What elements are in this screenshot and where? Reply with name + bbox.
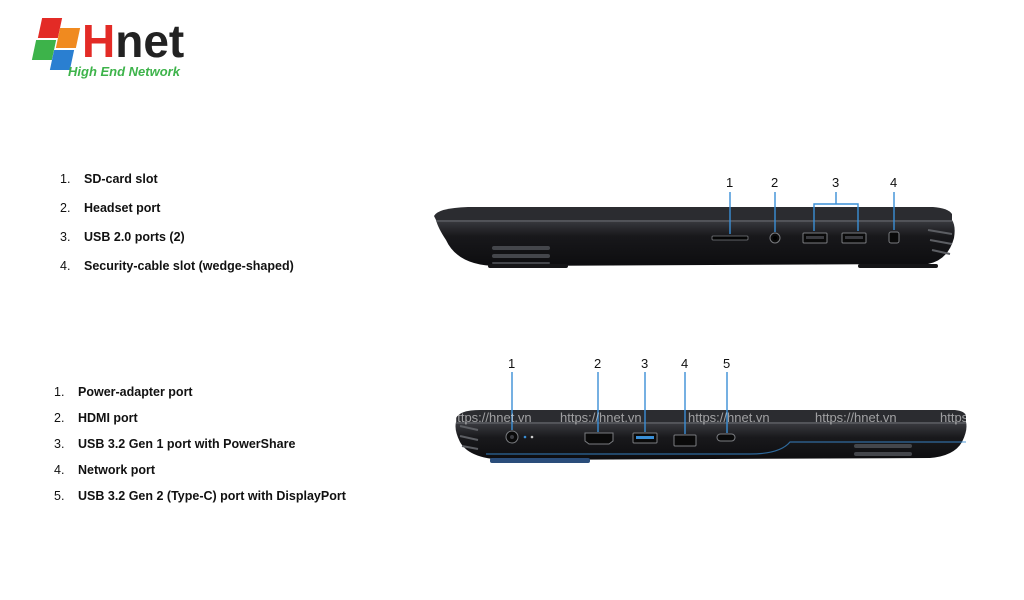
- legend-item: 2.HDMI port: [54, 411, 138, 425]
- callout-number: 5: [723, 356, 730, 371]
- legend-item: 2.Headset port: [60, 201, 161, 215]
- callout-number: 3: [832, 175, 839, 190]
- hdmi-port: [584, 432, 614, 445]
- legend-item: 5.USB 3.2 Gen 2 (Type-C) port with Displ…: [54, 489, 346, 503]
- callout-number: 1: [726, 175, 733, 190]
- security-cable-slot: [888, 231, 900, 244]
- callout-number: 2: [771, 175, 778, 190]
- hnet-logo: Hnet High End Network: [26, 16, 216, 82]
- legend-item: 3.USB 2.0 ports (2): [60, 230, 185, 244]
- callout-number: 3: [641, 356, 648, 371]
- left-side-port-legend: 1.Power-adapter port 2.HDMI port 3.USB 3…: [54, 385, 346, 515]
- callout-number: 4: [681, 356, 688, 371]
- legend-item: 3.USB 3.2 Gen 1 port with PowerShare: [54, 437, 296, 451]
- usb-c-port: [716, 433, 736, 442]
- callout-number: 1: [508, 356, 515, 371]
- laptop-left-side-view: 1 2 3 4 5: [455, 356, 967, 463]
- legend-item: 4.Network port: [54, 463, 156, 477]
- network-port: [673, 434, 697, 447]
- callout-number: 4: [890, 175, 897, 190]
- legend-item: 1.Power-adapter port: [54, 385, 193, 399]
- right-side-port-legend: 1.SD-card slot 2.Headset port 3.USB 2.0 …: [60, 172, 294, 288]
- legend-item: 1.SD-card slot: [60, 172, 158, 186]
- callout-number: 2: [594, 356, 601, 371]
- logo-wordmark: Hnet: [82, 15, 185, 67]
- logo-tagline: High End Network: [68, 64, 180, 79]
- legend-item: 4.Security-cable slot (wedge-shaped): [60, 259, 294, 273]
- laptop-right-side-view: 1 2 3 4: [434, 175, 955, 268]
- sd-card-slot: [711, 235, 749, 241]
